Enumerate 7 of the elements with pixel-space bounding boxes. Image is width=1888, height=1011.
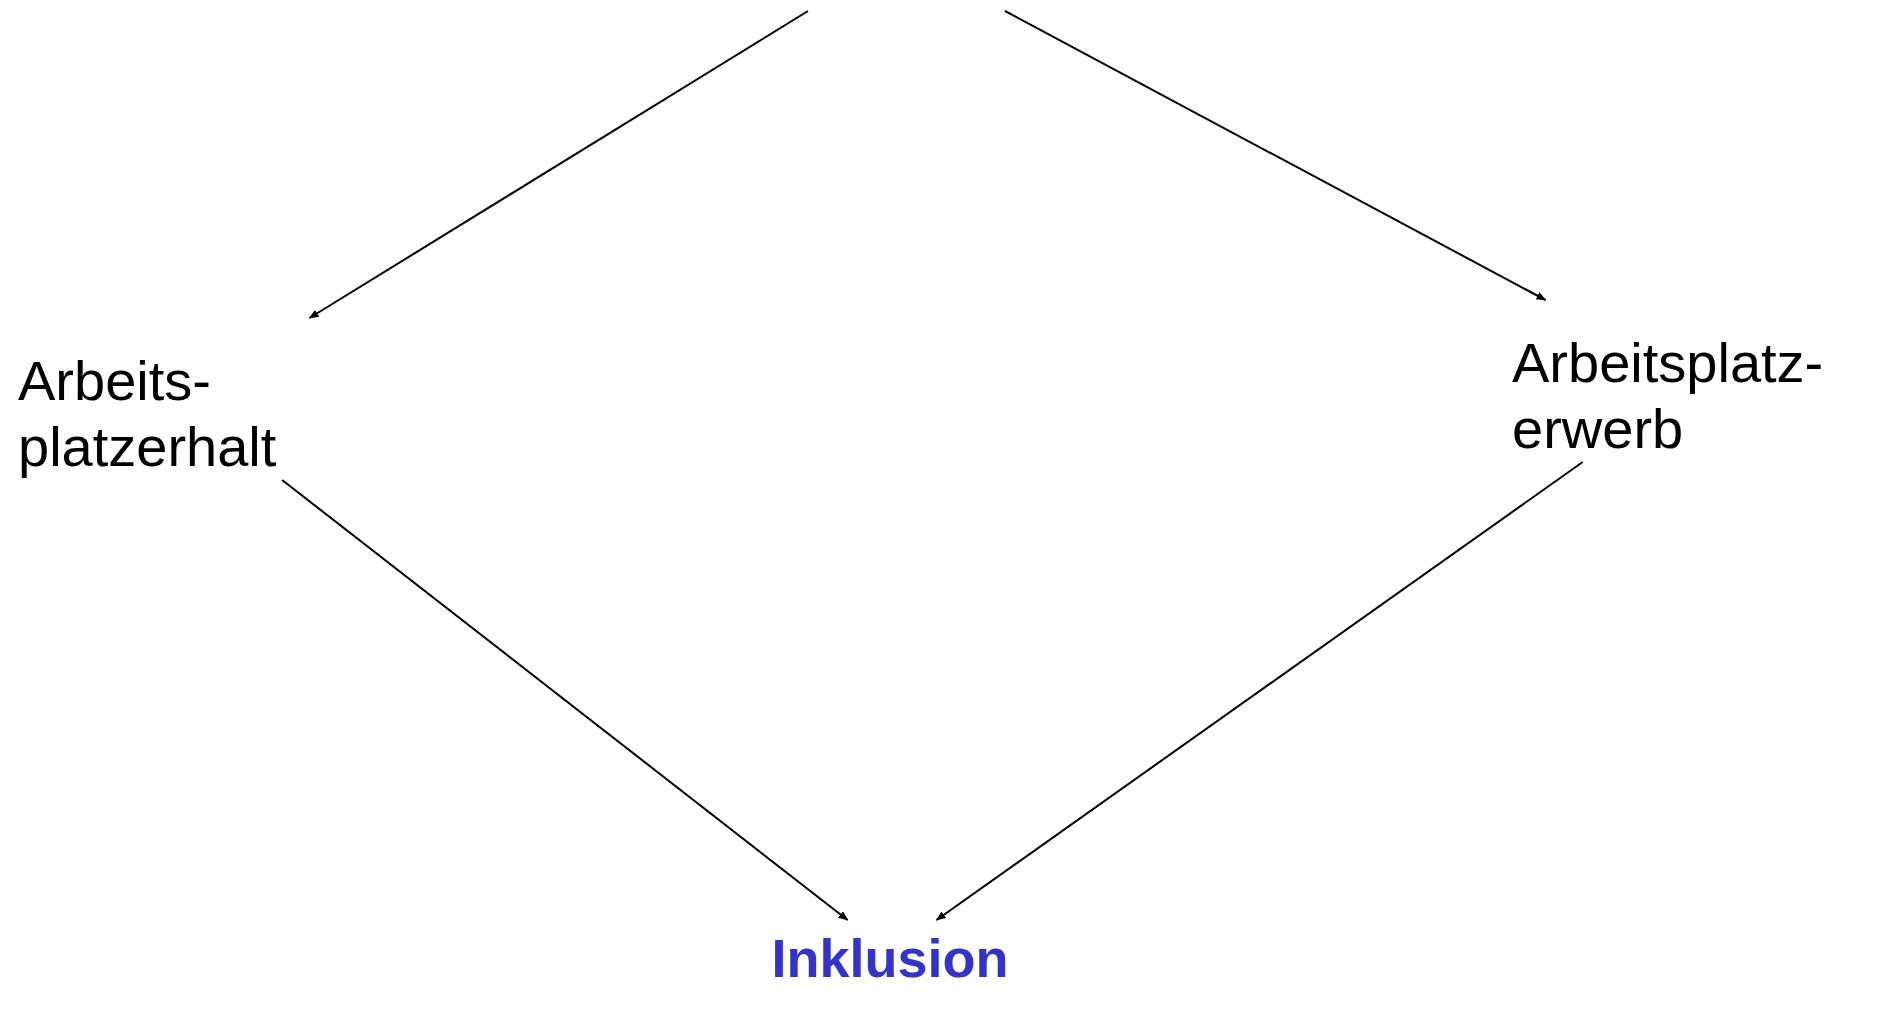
arrow xyxy=(308,10,809,319)
arrow xyxy=(1004,10,1547,301)
node-label: Arbeits- platzerhalt xyxy=(18,318,338,480)
node-label: Arbeitsplatz- erwerb xyxy=(1512,300,1882,462)
arrow xyxy=(281,479,849,921)
arrow xyxy=(935,461,1584,921)
node-label: Inklusion xyxy=(740,920,1040,986)
